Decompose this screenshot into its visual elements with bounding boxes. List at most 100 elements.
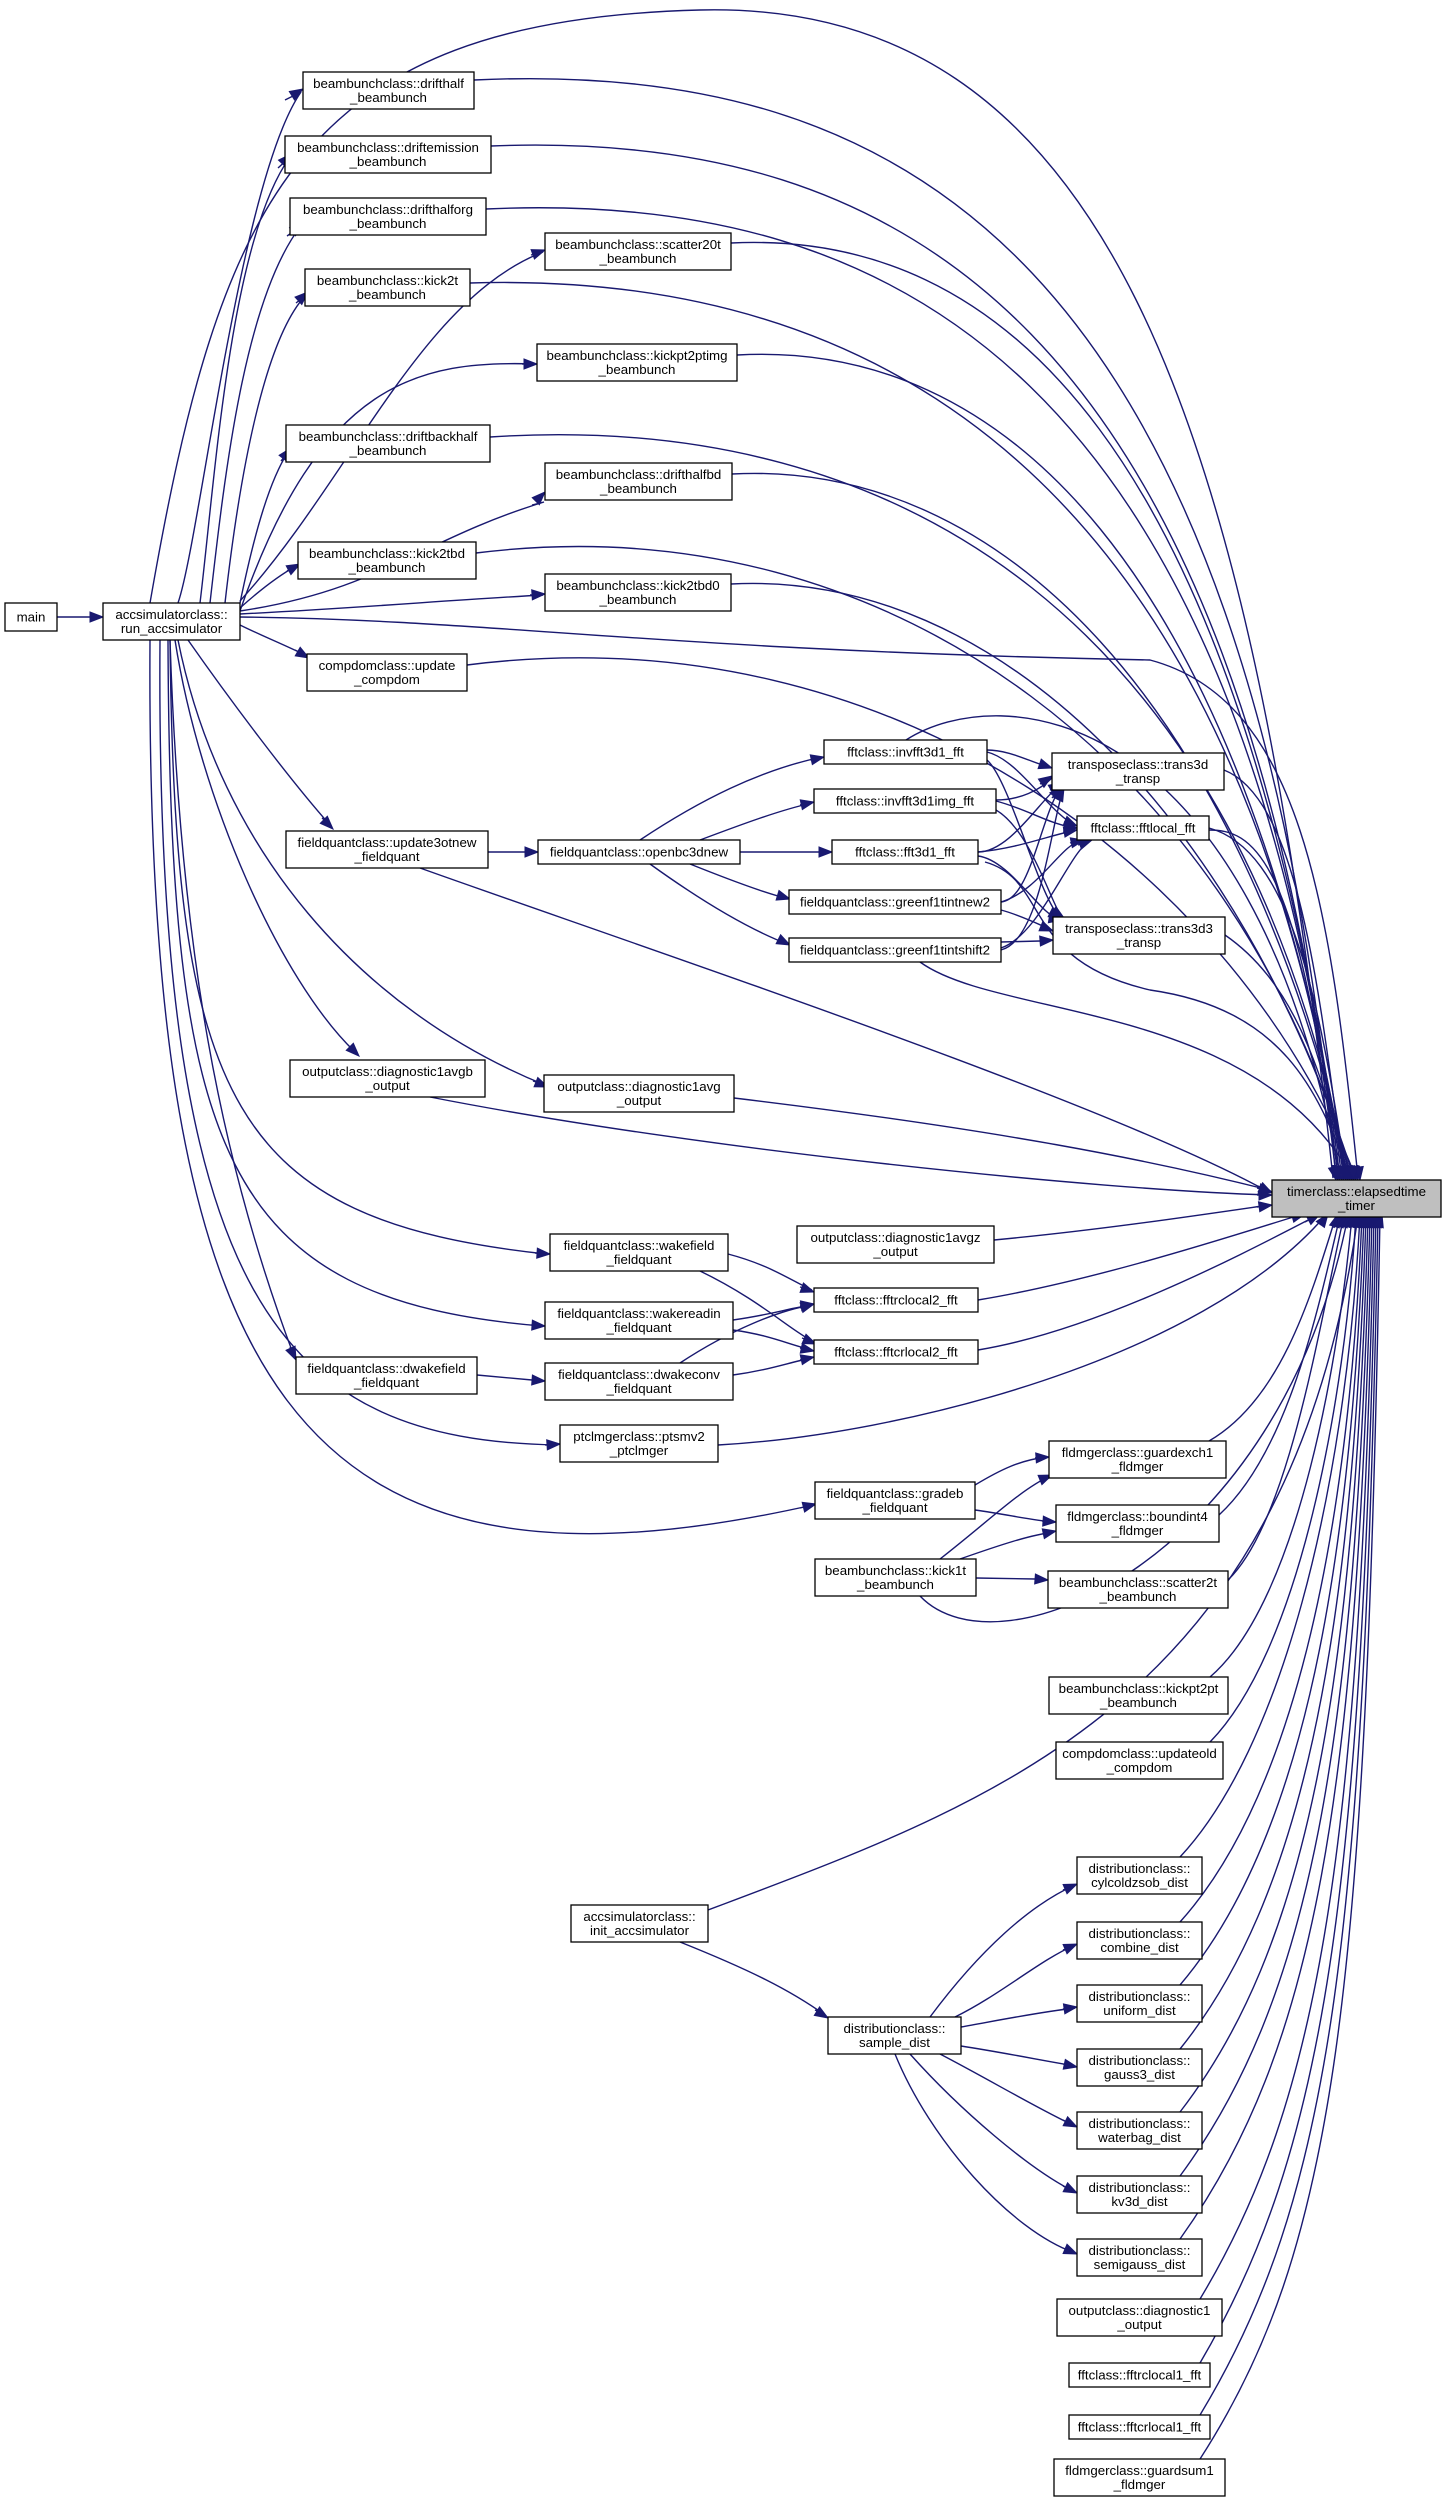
node-box	[814, 1558, 977, 1597]
function-node-drifthalfbd[interactable]: beambunchclass::drifthalfbd_beambunch	[544, 462, 733, 501]
node-box	[823, 739, 988, 765]
function-node-guardsum1[interactable]: fldmgerclass::guardsum1_fldmger	[1053, 2458, 1226, 2497]
arrowhead	[1062, 1883, 1079, 1895]
node-label: init_accsimulator	[590, 1923, 690, 1938]
function-node-dwakefield[interactable]: fieldquantclass::dwakefield_fieldquant	[295, 1356, 478, 1395]
function-node-diag1avgz[interactable]: outputclass::diagnostic1avgz_output	[796, 1225, 995, 1264]
function-node-cylcold[interactable]: distributionclass::cylcoldzsob_dist	[1076, 1856, 1203, 1895]
function-node-updatecompdom[interactable]: compdomclass::update_compdom	[306, 653, 468, 692]
node-label: accsimulatorclass::	[115, 607, 227, 622]
function-node-ptsmv2[interactable]: ptclmgerclass::ptsmv2_ptclmger	[559, 1424, 719, 1463]
function-node-fftrclocal1[interactable]: fftclass::fftrclocal1_fft	[1068, 2362, 1211, 2388]
node-box	[1076, 2048, 1203, 2087]
call-edge-line	[993, 1204, 1270, 1241]
arrowhead	[1041, 1528, 1058, 1540]
function-node-waterbag[interactable]: distributionclass::waterbag_dist	[1076, 2111, 1203, 2150]
function-node-kick1t[interactable]: beambunchclass::kick1t_beambunch	[814, 1558, 977, 1597]
call-edge-line	[679, 1941, 826, 2016]
call-edge	[727, 1253, 816, 1293]
call-edge	[959, 1528, 1058, 1560]
function-node-invfft3d1img[interactable]: fftclass::invfft3d1img_fft	[813, 788, 997, 814]
function-node-drifthalf[interactable]: beambunchclass::drifthalf_beambunch	[302, 71, 475, 110]
function-node-kv3d[interactable]: distributionclass::kv3d_dist	[1076, 2175, 1203, 2214]
function-node-guardexch1[interactable]: fldmgerclass::guardexch1_fldmger	[1048, 1440, 1227, 1479]
call-edge	[707, 1212, 1362, 1911]
arrowhead	[1037, 775, 1054, 789]
function-node-greennew2[interactable]: fieldquantclass::greenf1tintnew2	[788, 889, 1002, 915]
function-node-gradeb[interactable]: fieldquantclass::gradeb_fieldquant	[814, 1481, 976, 1520]
function-node-main[interactable]: main	[4, 602, 58, 632]
arrowhead	[799, 1282, 816, 1293]
node-label: compdomclass::updateold	[1062, 1746, 1216, 1761]
function-node-driftemission[interactable]: beambunchclass::driftemission_beambunch	[284, 135, 492, 174]
function-node-diag1avgb[interactable]: outputclass::diagnostic1avgb_output	[289, 1059, 486, 1098]
call-edge-line	[919, 961, 1353, 1179]
node-label: beambunchclass::kick2tbd	[309, 546, 465, 561]
function-node-fftrclocal2[interactable]: fftclass::fftrclocal2_fft	[813, 1287, 979, 1313]
node-label: fieldquantclass::greenf1tintshift2	[800, 943, 990, 958]
arrowhead	[285, 1345, 297, 1362]
call-edge	[1208, 829, 1342, 1182]
function-node-wakereadin[interactable]: fieldquantclass::wakereadin_fieldquant	[544, 1301, 734, 1340]
function-node-trans3d[interactable]: transposeclass::trans3d_transp	[1051, 752, 1225, 791]
node-label: beambunchclass::kick2t	[317, 273, 458, 288]
function-node-kickpt2ptimg[interactable]: beambunchclass::kickpt2ptimg_beambunch	[536, 343, 738, 382]
call-edge	[954, 1943, 1079, 2018]
node-box	[544, 1362, 734, 1401]
node-box	[813, 1339, 979, 1365]
function-node-openbc3dnew[interactable]: fieldquantclass::openbc3dnew	[537, 839, 741, 865]
call-edge-line	[699, 802, 813, 841]
node-label: uniform_dist	[1103, 2003, 1176, 2018]
function-node-scatter2t[interactable]: beambunchclass::scatter2t_beambunch	[1047, 1570, 1229, 1609]
function-node-combine[interactable]: distributionclass::combine_dist	[1076, 1921, 1203, 1960]
function-node-invfft3d1[interactable]: fftclass::invfft3d1_fft	[823, 739, 988, 765]
node-label: beambunchclass::kickpt2pt	[1059, 1681, 1219, 1696]
node-box	[304, 268, 471, 307]
call-edge	[929, 1883, 1079, 2018]
call-edge-line	[187, 639, 331, 826]
function-node-sample[interactable]: distributionclass::sample_dist	[827, 2016, 962, 2055]
function-node-boundint4[interactable]: fldmgerclass::boundint4_fldmger	[1055, 1504, 1220, 1543]
function-node-dwakeconv[interactable]: fieldquantclass::dwakeconv_fieldquant	[544, 1362, 734, 1401]
function-node-update3otnew[interactable]: fieldquantclass::update3otnew_fieldquant	[285, 830, 489, 869]
arrowhead	[294, 646, 311, 659]
function-node-driftbackhalf[interactable]: beambunchclass::driftbackhalf_beambunch	[285, 424, 491, 463]
function-node-fftlocal[interactable]: fftclass::fftlocal_fft	[1076, 815, 1210, 841]
call-edge	[239, 616, 1364, 1182]
node-label: fftclass::fftcrlocal1_fft	[1078, 2420, 1202, 2435]
call-edge-line	[1208, 827, 1347, 1177]
function-node-kick2tbd[interactable]: beambunchclass::kick2tbd_beambunch	[297, 541, 477, 580]
function-node-wakefield[interactable]: fieldquantclass::wakefield_fieldquant	[549, 1233, 729, 1272]
call-edge-line	[960, 2007, 1076, 2028]
function-node-scatter20t[interactable]: beambunchclass::scatter20t_beambunch	[544, 232, 732, 271]
function-node-kick2tbd0[interactable]: beambunchclass::kick2tbd0_beambunch	[544, 573, 732, 612]
call-edge-line	[977, 1214, 1301, 1301]
function-node-uniform[interactable]: distributionclass::uniform_dist	[1076, 1984, 1203, 2023]
function-node-run[interactable]: accsimulatorclass::run_accsimulator	[102, 602, 241, 641]
function-node-drifthalforg[interactable]: beambunchclass::drifthalforg_beambunch	[289, 197, 487, 236]
call-edge	[731, 472, 1355, 1182]
function-node-timer[interactable]: timerclass::elapsedtime_timer	[1271, 1179, 1442, 1218]
node-box	[102, 602, 241, 641]
function-node-trans3d3[interactable]: transposeclass::trans3d3_transp	[1052, 916, 1226, 955]
arrowhead	[1037, 758, 1054, 770]
function-node-initacc[interactable]: accsimulatorclass::init_accsimulator	[570, 1904, 709, 1943]
function-node-semigauss[interactable]: distributionclass::semigauss_dist	[1076, 2238, 1203, 2277]
function-node-gauss3[interactable]: distributionclass::gauss3_dist	[1076, 2048, 1203, 2087]
function-node-updateold[interactable]: compdomclass::updateold_compdom	[1055, 1741, 1224, 1780]
node-label: outputclass::diagnostic1avgb	[302, 1064, 473, 1079]
call-edge	[149, 9, 1339, 1182]
node-label: _transp	[1116, 935, 1161, 950]
call-edge-line	[730, 582, 1355, 1179]
function-node-diag1[interactable]: outputclass::diagnostic1_output	[1056, 2298, 1223, 2337]
call-edge	[679, 1941, 830, 2019]
node-label: _fieldquant	[353, 1375, 419, 1390]
function-node-kick2t[interactable]: beambunchclass::kick2t_beambunch	[304, 268, 471, 307]
function-node-greenshift2[interactable]: fieldquantclass::greenf1tintshift2	[788, 937, 1002, 963]
call-edge-line	[984, 861, 1351, 1177]
function-node-fftcrlocal1[interactable]: fftclass::fftcrlocal1_fft	[1068, 2414, 1211, 2440]
function-node-fftcrlocal2[interactable]: fftclass::fftcrlocal2_fft	[813, 1339, 979, 1365]
function-node-kickpt2pt[interactable]: beambunchclass::kickpt2pt_beambunch	[1048, 1676, 1229, 1715]
function-node-diag1avg[interactable]: outputclass::diagnostic1avg_output	[543, 1074, 735, 1113]
function-node-fft3d1[interactable]: fftclass::fft3d1_fft	[831, 839, 979, 865]
